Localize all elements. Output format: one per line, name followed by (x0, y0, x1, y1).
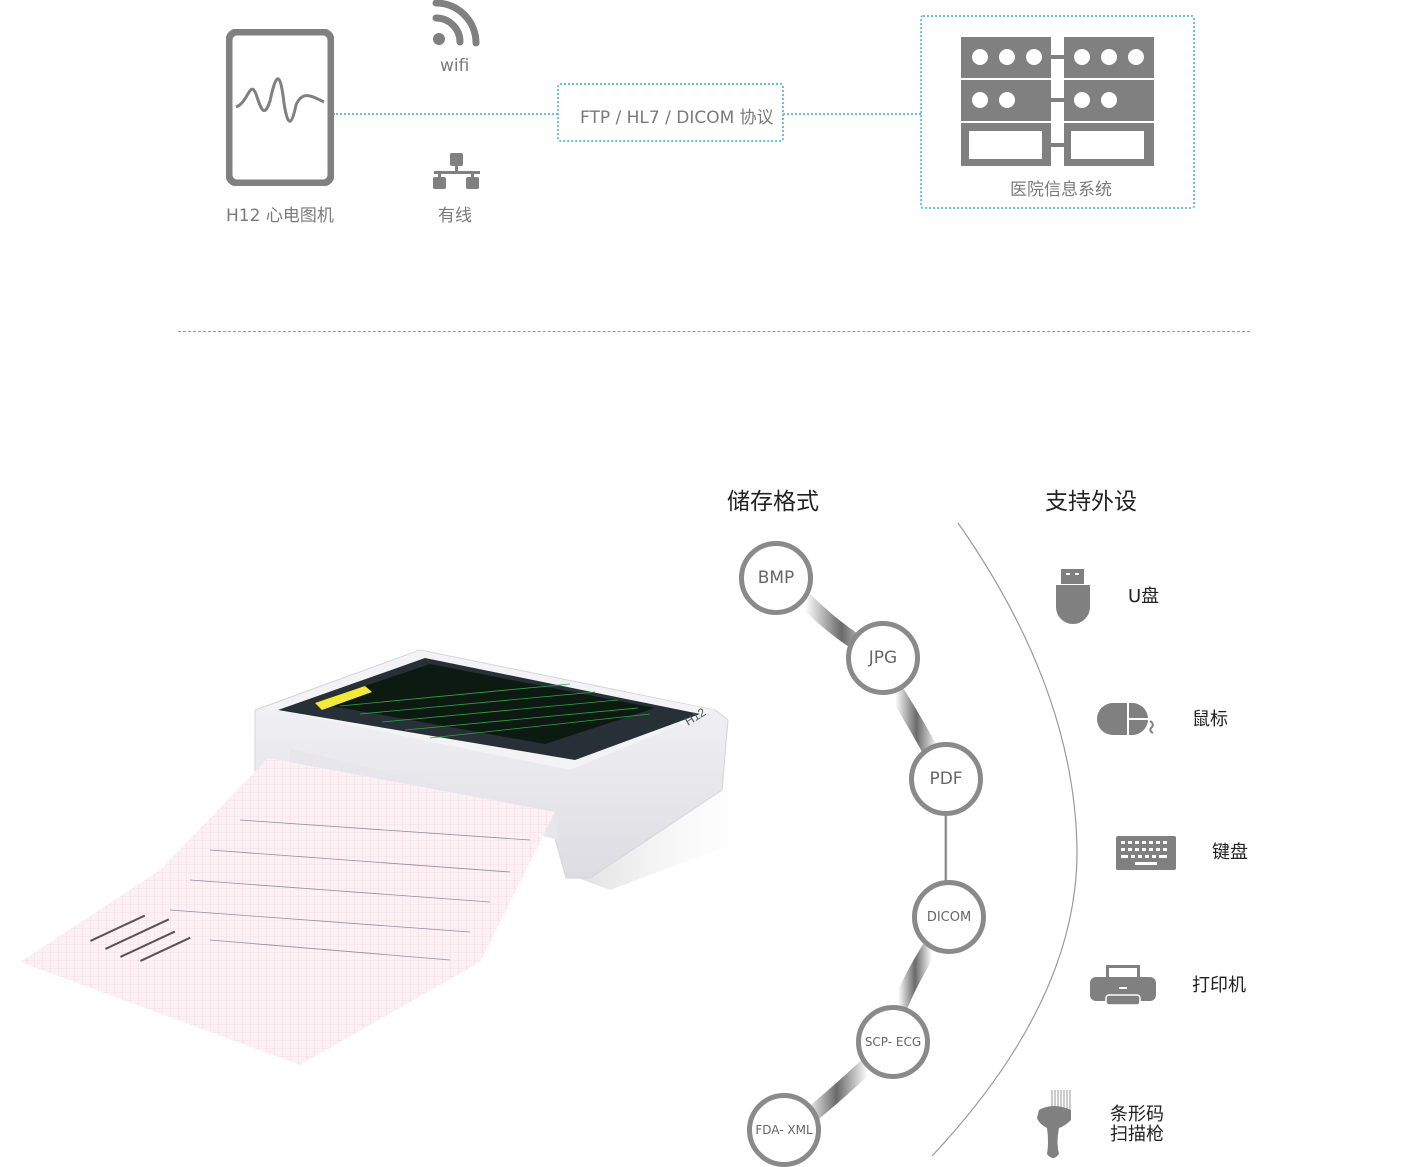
wired-network-icon (433, 153, 480, 189)
arc-separator (931, 522, 1078, 1157)
paper-ecg-traces (169, 819, 531, 961)
format-label: PDF (929, 769, 963, 789)
format-label: FDA- XML (755, 1123, 813, 1137)
link-line-device-to-protocol (333, 113, 558, 115)
printer-icon (1090, 965, 1156, 1005)
peripheral-label-printer: 打印机 (1192, 975, 1246, 996)
section-divider (178, 331, 1250, 332)
display-screen (315, 664, 655, 744)
his-label: 医院信息系统 (1010, 180, 1112, 200)
barcode-scanner-icon (1037, 1090, 1071, 1158)
screen-ecg-traces (339, 683, 651, 739)
format-scp-ecg: SCP- ECG (856, 1005, 930, 1079)
usb-drive-icon (1056, 569, 1090, 624)
wifi-label: wifi (440, 56, 470, 76)
peripheral-label-mouse: 鼠标 (1192, 709, 1228, 730)
paper-printed-text (90, 914, 191, 962)
ecg-device-icon (226, 29, 334, 186)
link-line-protocol-to-his (783, 113, 921, 115)
format-dicom: DICOM (912, 880, 986, 954)
format-label: BMP (757, 568, 795, 588)
peripheral-label-scanner-line2: 扫描枪 (1110, 1124, 1164, 1145)
format-bmp: BMP (739, 541, 813, 615)
format-fda-xml: FDA- XML (747, 1093, 821, 1167)
mouse-icon (1097, 703, 1154, 735)
server-rack-icon (961, 37, 1154, 166)
screen-status-bar (315, 686, 372, 710)
ecg-machine-image: H12 (20, 649, 770, 1065)
his-box (920, 15, 1195, 209)
peripheral-label-usb: U盘 (1128, 586, 1160, 607)
wifi-icon (432, 0, 480, 47)
format-label: DICOM (926, 909, 972, 925)
device-label: H12 心电图机 (226, 206, 334, 226)
peripherals-heading: 支持外设 (1045, 489, 1137, 515)
format-label: JPG (868, 648, 898, 668)
protocol-label: FTP / HL7 / DICOM 协议 (580, 108, 774, 128)
keyboard-icon (1116, 836, 1176, 870)
peripheral-label-scanner-line1: 条形码 (1110, 1104, 1164, 1125)
peripheral-label-keyboard: 键盘 (1212, 842, 1248, 863)
wired-label: 有线 (438, 206, 472, 226)
format-jpg: JPG (846, 621, 920, 695)
format-pdf: PDF (909, 742, 983, 816)
storage-heading: 储存格式 (727, 489, 819, 515)
format-label: SCP- ECG (864, 1035, 922, 1049)
protocol-box (557, 83, 784, 142)
